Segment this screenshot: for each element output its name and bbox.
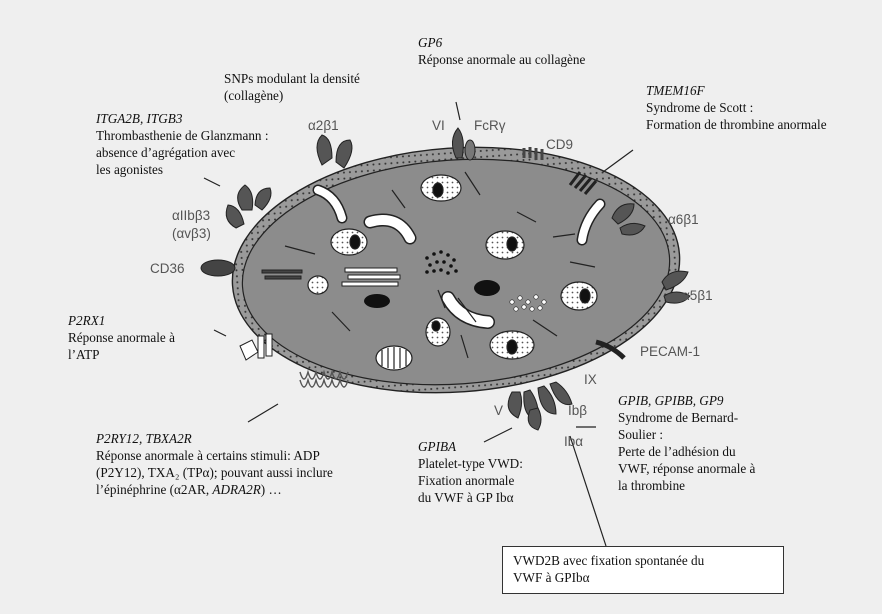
label-a2b1: α2β1	[308, 118, 339, 133]
itga2b-line1: Thrombasthenie de Glanzmann :	[96, 127, 268, 144]
vwd2b-box: VWD2B avec fixation spontanée du VWF à G…	[502, 546, 784, 594]
label-pecam: PECAM-1	[640, 344, 700, 359]
p2rx1-line1: Réponse anormale à	[68, 329, 175, 346]
vwd2b-line1: VWD2B avec fixation spontanée du	[513, 552, 773, 569]
gpiba-line1: Platelet-type VWD:	[418, 455, 523, 472]
tmem16f-gene: TMEM16F	[646, 82, 827, 99]
label-avb3: (αvβ3)	[172, 226, 211, 241]
itga2b-annotation: ITGA2B, ITGB3 Thrombasthenie de Glanzman…	[96, 110, 268, 178]
p2x1-channel	[240, 334, 272, 360]
gpib-line3: Perte de l’adhésion du	[618, 443, 755, 460]
tmem16f-annotation: TMEM16F Syndrome de Scott : Formation de…	[646, 82, 827, 133]
label-cd36: CD36	[150, 261, 185, 276]
tmem16f-line2: Formation de thrombine anormale	[646, 116, 827, 133]
label-v: V	[494, 403, 503, 418]
gpib-line1: Syndrome de Bernard-	[618, 409, 755, 426]
mitochondrion	[376, 346, 412, 370]
p2ry12-line2: (P2Y12), TXA₂ (TPα); pouvant aussi inclu…	[96, 464, 333, 481]
p2rx1-gene: P2RX1	[68, 312, 175, 329]
label-a5b1: α5β1	[682, 288, 713, 303]
gpiba-line3: du VWF à GP Ibα	[418, 489, 523, 506]
gpiba-line2: Fixation anormale	[418, 472, 523, 489]
label-ix: IX	[584, 372, 597, 387]
p2ry12-line3a: l’épinéphrine (α2AR,	[96, 482, 212, 497]
gp6-gene: GP6	[418, 34, 585, 51]
p2ry12-annotation: P2RY12, TBXA2R Réponse anormale à certai…	[96, 430, 333, 498]
label-ibb: Ibβ	[568, 403, 587, 418]
snps-line1: SNPs modulant la densité	[224, 70, 360, 87]
tmem16f-line1: Syndrome de Scott :	[646, 99, 827, 116]
snps-annotation: SNPs modulant la densité (collagène)	[224, 70, 360, 104]
p2ry12-line1: Réponse anormale à certains stimuli: ADP	[96, 447, 333, 464]
label-cd9: CD9	[546, 137, 573, 152]
gp6-line1: Réponse anormale au collagène	[418, 51, 585, 68]
vwd2b-line2: VWF à GPIbα	[513, 569, 773, 586]
p2ry12-line3c: ) …	[261, 482, 282, 497]
itga2b-line2: absence d’agrégation avec	[96, 144, 268, 161]
gpib-line2: Soulier :	[618, 426, 755, 443]
itga2b-line3: les agonistes	[96, 161, 268, 178]
gpib-annotation: GPIB, GPIBB, GP9 Syndrome de Bernard- So…	[618, 392, 755, 494]
p2rx1-annotation: P2RX1 Réponse anormale à l’ATP	[68, 312, 175, 363]
gpiba-annotation: GPIBA Platelet-type VWD: Fixation anorma…	[418, 438, 523, 506]
label-fcr: FcRγ	[474, 118, 506, 133]
p2ry12-gene: P2RY12, TBXA2R	[96, 430, 333, 447]
snps-line2: (collagène)	[224, 87, 360, 104]
label-iba: Ibα	[564, 434, 583, 449]
p2ry12-line3: l’épinéphrine (α2AR, ADRA2R) …	[96, 481, 333, 498]
gpib-line4: VWF, réponse anormale à	[618, 460, 755, 477]
p2ry12-line3b: ADRA2R	[212, 482, 260, 497]
label-a6b1: α6β1	[668, 212, 699, 227]
gp6-annotation: GP6 Réponse anormale au collagène	[418, 34, 585, 68]
gpib-gene: GPIB, GPIBB, GP9	[618, 392, 755, 409]
gpib-line5: la thrombine	[618, 477, 755, 494]
p2rx1-line2: l’ATP	[68, 346, 175, 363]
itga2b-gene: ITGA2B, ITGB3	[96, 110, 268, 127]
label-aiib3: αIIbβ3	[172, 208, 210, 223]
gpiba-gene: GPIBA	[418, 438, 523, 455]
label-vi: VI	[432, 118, 445, 133]
